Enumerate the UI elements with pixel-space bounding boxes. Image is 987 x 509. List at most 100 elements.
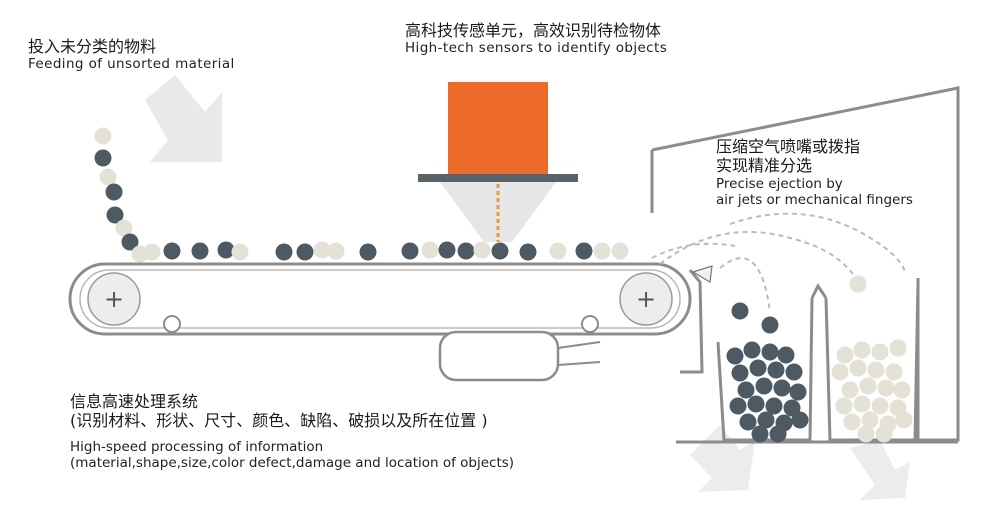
dark-ball	[121, 233, 139, 251]
dark-ball	[731, 364, 749, 382]
motor-belt	[557, 341, 601, 366]
feeding-en: Feeding of unsorted material	[28, 55, 235, 72]
dark-ball	[731, 302, 749, 320]
dark-ball	[729, 397, 747, 415]
pulley-right: +	[619, 272, 673, 326]
trajectories	[651, 212, 906, 313]
light-ball	[843, 413, 861, 431]
pulley-left: +	[87, 272, 141, 326]
dark-ball	[769, 425, 787, 443]
dark-ball	[761, 316, 779, 334]
dark-ball	[296, 243, 314, 261]
dark-ball	[737, 381, 755, 399]
light-ball	[889, 339, 907, 357]
dark-ball	[751, 425, 769, 443]
light-ball	[836, 346, 854, 364]
processing-en-line1: High-speed processing of information	[70, 438, 324, 455]
dark-ball	[106, 206, 124, 224]
light-ball	[871, 397, 889, 415]
dark-ball	[739, 413, 757, 431]
ejection-chute	[680, 269, 704, 374]
light-ball	[99, 168, 117, 186]
light-ball	[867, 361, 885, 379]
light-ball	[835, 397, 853, 415]
dark-ball	[767, 361, 785, 379]
feed-arrow-icon	[145, 75, 222, 162]
light-ball	[327, 242, 345, 260]
light-ball	[841, 381, 859, 399]
dark-ball	[438, 241, 456, 259]
light-ball	[421, 241, 439, 259]
light-ball	[849, 359, 867, 377]
dark-ball	[761, 343, 779, 361]
ejection-en-line1: Precise ejection by	[716, 175, 843, 192]
dark-ball	[783, 399, 801, 417]
dark-ball	[191, 242, 209, 260]
material-balls	[94, 127, 913, 443]
air-nozzle	[691, 265, 713, 283]
dark-ball	[519, 243, 537, 261]
processing-cn-line1: 信息高速处理系统	[70, 392, 199, 411]
dark-ball	[401, 242, 419, 260]
bin-left	[716, 297, 814, 442]
light-ball	[611, 242, 629, 260]
dark-ball	[749, 359, 767, 377]
dark-ball	[777, 346, 795, 364]
light-ball	[94, 127, 112, 145]
light-ball	[849, 275, 867, 293]
bin-right	[824, 281, 920, 442]
light-ball	[115, 219, 133, 237]
dark-ball	[275, 243, 293, 261]
light-ball	[831, 363, 849, 381]
idler-roller-left	[163, 315, 181, 333]
dark-ball	[726, 347, 744, 365]
light-ball	[593, 242, 611, 260]
conveyor-belt	[68, 262, 692, 336]
light-ball	[549, 242, 567, 260]
ejection-cn-line2: 实现精准分选	[716, 155, 813, 175]
sensor-en: High-tech sensors to identify objects	[405, 39, 668, 56]
processing-label: 信息高速处理系统 (识别材料、形状、尺寸、颜色、缺陷、破损以及所在位置 ) Hi…	[70, 392, 515, 472]
light-ball	[895, 411, 913, 429]
dark-ball	[105, 183, 123, 201]
ejection-cn-line1: 压缩空气喷嘴或拨指	[716, 137, 861, 156]
plus-icon: +	[104, 285, 124, 313]
plus-icon: +	[636, 285, 656, 313]
light-ball	[893, 381, 911, 399]
dark-ball	[789, 383, 807, 401]
feeding-cn: 投入未分类的物料	[28, 37, 157, 56]
machine-housing	[650, 86, 960, 442]
dark-ball	[575, 242, 593, 260]
light-ball	[853, 395, 871, 413]
dark-ball	[773, 379, 791, 397]
sensor-label: 高科技传感单元，高效识别待检物体 High-tech sensors to id…	[405, 21, 668, 57]
light-ball	[877, 379, 895, 397]
dark-ball	[163, 242, 181, 260]
dark-ball	[765, 397, 783, 415]
processing-en-line2: (material,shape,size,color defect,damage…	[70, 454, 515, 471]
sensor-cn: 高科技传感单元，高效识别待检物体	[405, 21, 662, 40]
bin-divider	[810, 283, 828, 299]
light-ball	[859, 377, 877, 395]
dark-ball	[757, 411, 775, 429]
light-ball	[861, 411, 879, 429]
sensor-plate	[418, 174, 578, 182]
dark-ball	[217, 241, 235, 259]
dark-ball	[491, 242, 509, 260]
dark-ball	[743, 341, 761, 359]
dark-ball	[457, 242, 475, 260]
light-ball	[143, 243, 161, 261]
conveyor-belt-inner	[79, 269, 681, 329]
light-ball	[473, 241, 491, 259]
sensor-unit	[448, 82, 548, 174]
idler-roller-right	[581, 315, 599, 333]
light-ball	[313, 241, 331, 259]
light-ball	[853, 341, 871, 359]
dark-ball	[755, 377, 773, 395]
light-ball	[231, 243, 249, 261]
light-ball	[857, 425, 875, 443]
light-ball	[885, 363, 903, 381]
dark-ball	[359, 243, 377, 261]
light-ball	[875, 425, 893, 443]
